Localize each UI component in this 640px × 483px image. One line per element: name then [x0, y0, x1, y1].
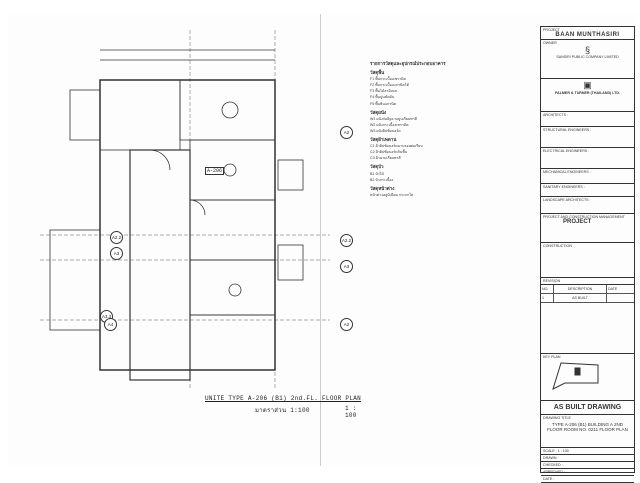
- architects-field: ARCHITECTS :: [541, 112, 634, 127]
- floor-plan-drawing: [40, 30, 330, 390]
- revision-label: REVISION: [541, 278, 634, 285]
- checked-field: CHECKED :: [541, 462, 634, 469]
- notes-section-heading: วัสดุบัว: [370, 164, 384, 170]
- rev-col-date: DATE: [608, 287, 618, 291]
- page-fold: [320, 14, 321, 466]
- project-name: BAAN MUNTHASIRI: [555, 32, 620, 38]
- plan-title: UNITE TYPE A-206 (B1) 2nd.FL. FLOOR PLAN: [205, 395, 362, 402]
- drawing-title-label: DRAWING TITLE: [543, 416, 571, 420]
- notes-item: F1 พื้นกระเบื้องเซรามิค: [370, 77, 406, 82]
- notes-item: หน้าต่างอลูมิเนียม กระจกใส: [370, 192, 414, 197]
- pcm-label: PROJECT AND CONSTRUCTION MANAGEMENT: [543, 215, 625, 219]
- plan-scale: 1 : 100: [345, 405, 357, 419]
- notes-section-heading: วัสดุผนัง: [370, 109, 387, 115]
- grid-label: A2.2: [110, 231, 123, 244]
- notes-item: W2 ผนังกระเบื้องเซรามิค: [370, 122, 409, 127]
- notes-item: W3 ผนังยิปซั่มบอร์ด: [370, 128, 401, 133]
- drawing-title: TYPE A-206 (B1) BUILDING A 2ND FLOOR ROO…: [547, 422, 628, 432]
- grid-label: A2.2: [340, 234, 353, 247]
- notes-section-heading: วัสดุฝ้าเพดาน: [370, 137, 397, 143]
- revision-header: NO. DESCRIPTION DATE: [541, 285, 634, 294]
- unit-tag: A-206: [205, 167, 225, 175]
- construction-field: CONSTRUCTION: [541, 243, 634, 278]
- pcm-name: PROJECT: [563, 219, 592, 225]
- architect-firm: PALMER & TURNER (THAILAND) LTD.: [555, 91, 620, 95]
- approved-field: APPROVED :: [541, 469, 634, 476]
- notes-item: F3 พื้นไม้ลามิเนต: [370, 89, 397, 94]
- grid-label: A3: [110, 247, 123, 260]
- grid-label: A4: [104, 318, 117, 331]
- drawn-field: DRAWN :: [541, 455, 634, 462]
- project-label: PROJECT: [543, 28, 560, 32]
- notes-item: B2 บัวกระเบื้อง: [370, 177, 394, 182]
- electrical-field: ELECTRICAL ENGINEERS :: [541, 148, 634, 169]
- grid-label: A3: [340, 260, 353, 273]
- notes-item: B1 บัวไม้: [370, 171, 384, 176]
- rev-no: 1: [541, 294, 554, 302]
- as-built-stamp: AS BUILT DRAWING: [541, 401, 634, 415]
- notes-item: W1 ผนังก่ออิฐฉาบปูนเรียบทาสี: [370, 116, 417, 121]
- notes-item: F2 พื้นกระเบื้องแกรนิตโต้: [370, 83, 409, 88]
- landscape-field: LANDSCAPE ARCHITECTS :: [541, 197, 634, 214]
- rev-col-desc: DESCRIPTION: [554, 285, 607, 293]
- notes-item: C2 ฝ้ายิปซั่มบอร์ดกันชื้น: [370, 150, 408, 155]
- structural-field: STRUCTURAL ENGINEERS :: [541, 127, 634, 148]
- notes-section-heading: วัสดุหน้าต่าง: [370, 185, 395, 191]
- notes-item: C3 ฝ้าฉาบเรียบทาสี: [370, 156, 401, 161]
- owner-label: OWNER: [543, 41, 557, 45]
- owner-name: SANSIRI PUBLIC COMPANY LIMITED: [556, 55, 619, 59]
- grid-label: A2: [340, 126, 353, 139]
- plan-caption: UNITE TYPE A-206 (B1) 2nd.FL. FLOOR PLAN…: [205, 395, 362, 419]
- notes-title: รายการวัสดุและอุปกรณ์ประกอบอาคาร: [370, 61, 446, 66]
- rev-col-no: NO.: [541, 285, 554, 293]
- rev-date: [607, 294, 609, 302]
- revision-row: 1 AS BUILT: [541, 294, 634, 303]
- key-plan-label: KEY PLAN: [543, 355, 561, 359]
- notes-item: F5 พื้นหินแกรนิต: [370, 101, 397, 106]
- key-plan-diagram: [552, 362, 599, 390]
- plan-subtitle: มาตราส่วน 1:100: [255, 407, 310, 414]
- rev-desc: AS BUILT: [554, 294, 607, 302]
- architect-logo-icon: ▣: [583, 80, 592, 90]
- mechanical-field: MECHANICAL ENGINEERS :: [541, 169, 634, 184]
- owner-logo-icon: §: [584, 45, 590, 55]
- notes-item: F4 พื้นปูนขัดมัน: [370, 95, 395, 100]
- material-notes: รายการวัสดุและอุปกรณ์ประกอบอาคาร วัสดุพื…: [370, 58, 530, 198]
- sanitary-field: SANITARY ENGINEERS :: [541, 184, 634, 197]
- scale-field: SCALE : 1 : 100: [541, 448, 634, 455]
- notes-section-heading: วัสดุพื้น: [370, 70, 385, 76]
- notes-item: C1 ฝ้ายิปซั่มบอร์ดฉาบรอยต่อเรียบ: [370, 144, 423, 149]
- grid-label: A2: [340, 318, 353, 331]
